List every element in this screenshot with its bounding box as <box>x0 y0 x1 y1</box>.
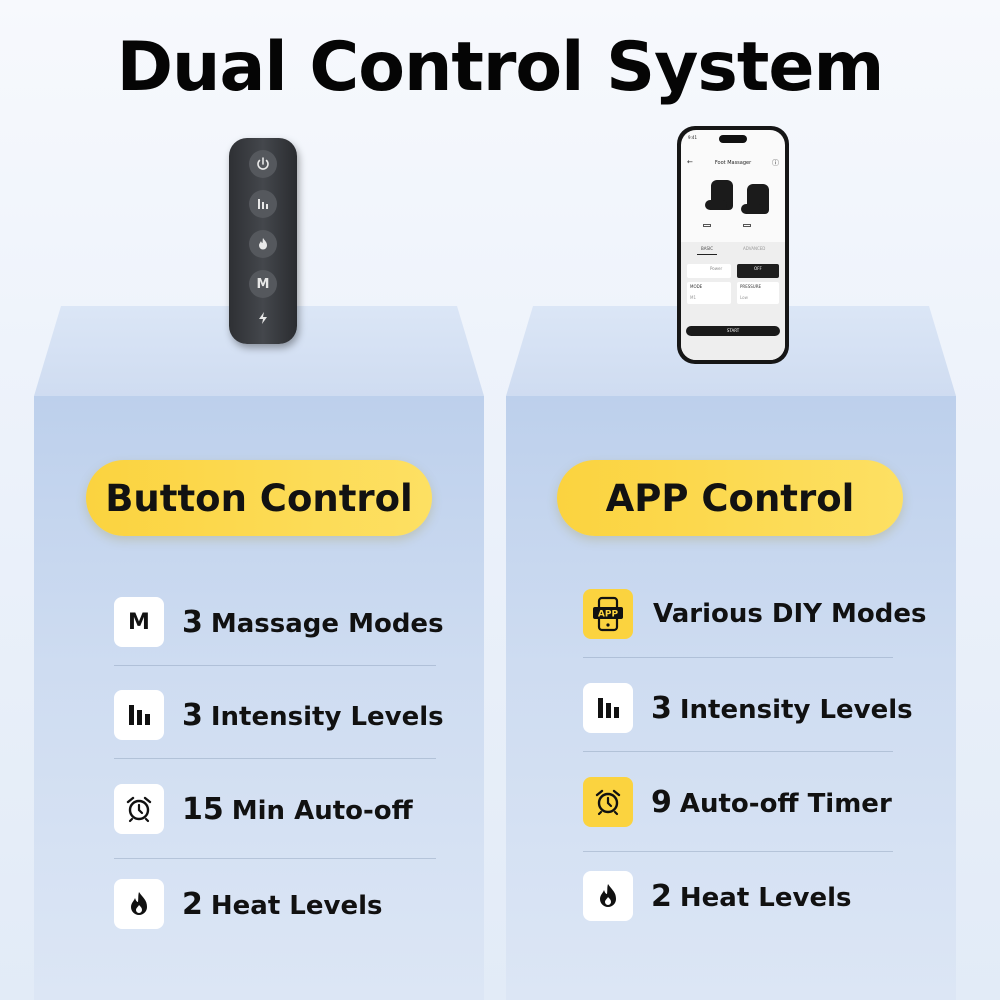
feature-number: 2 <box>182 886 203 922</box>
alarm-clock-icon <box>114 784 164 834</box>
pressure-card[interactable]: PRESSURE Low <box>737 282 779 304</box>
heat-card[interactable]: Power <box>687 264 731 278</box>
feature-label: Auto-off Timer <box>679 788 892 819</box>
mode-m-icon: M <box>114 597 164 647</box>
divider <box>114 758 436 759</box>
tab-underline <box>697 254 717 255</box>
flame-icon <box>259 238 267 250</box>
heat-value: Power <box>710 266 723 271</box>
pressure-label: PRESSURE <box>740 284 762 289</box>
phone-time: 9:41 <box>688 135 697 140</box>
feature-label: Intensity Levels <box>210 701 444 732</box>
pressure-value: Low <box>740 295 748 300</box>
feature-number: 2 <box>651 878 672 914</box>
divider <box>114 858 436 859</box>
intensity-bars-icon <box>583 683 633 733</box>
divider <box>114 665 436 666</box>
phone: 9:41 ← Foot Massager ⓘ BASIC ADVANCED Po… <box>677 126 789 364</box>
app-icon: APP <box>583 589 633 639</box>
button-control-label: Button Control <box>86 460 432 536</box>
divider <box>583 851 893 852</box>
power-switch-card[interactable]: OFF <box>737 264 779 278</box>
feature-text: Various DIY Modes <box>653 599 926 629</box>
phone-notch <box>719 135 747 143</box>
feature-label: Min Auto-off <box>231 795 413 826</box>
feature-number: 3 <box>182 604 203 640</box>
tab-advanced[interactable]: ADVANCED <box>743 246 766 251</box>
remote-control: M <box>229 138 297 344</box>
divider <box>583 657 893 658</box>
feature-number: 3 <box>651 690 672 726</box>
battery-icon <box>743 224 751 227</box>
back-arrow-icon[interactable]: ← <box>687 158 693 166</box>
app-screen-title: Foot Massager <box>714 160 752 166</box>
feature-label: Various DIY Modes <box>653 599 927 629</box>
mode-card[interactable]: MODE M1 <box>687 282 731 304</box>
remote-heat-button[interactable] <box>249 230 277 258</box>
tab-basic[interactable]: BASIC <box>701 246 713 251</box>
feature-number: 3 <box>182 697 203 733</box>
divider <box>583 751 893 752</box>
feature-label: Heat Levels <box>210 890 383 921</box>
intensity-bars-icon <box>114 690 164 740</box>
start-button[interactable]: START <box>686 326 780 336</box>
left-boot-image <box>705 180 733 210</box>
mode-label: MODE <box>690 284 703 289</box>
feature-diy-modes: APP Various DIY Modes <box>583 588 926 640</box>
feature-label: Massage Modes <box>210 608 444 639</box>
bolt-icon <box>259 312 267 324</box>
page-title: Dual Control System <box>116 28 885 107</box>
right-boot-image <box>741 184 769 214</box>
mode-value: M1 <box>690 295 696 300</box>
phone-screen: 9:41 ← Foot Massager ⓘ BASIC ADVANCED Po… <box>681 130 785 360</box>
app-tabs: BASIC ADVANCED <box>689 246 777 256</box>
remote-intensity-button[interactable] <box>249 190 277 218</box>
flame-icon <box>114 879 164 929</box>
app-control-label: APP Control <box>557 460 903 536</box>
feature-number: 9 <box>651 784 672 820</box>
feature-number: 15 <box>182 791 224 827</box>
feature-label: Intensity Levels <box>679 694 913 725</box>
remote-mode-button[interactable]: M <box>249 270 277 298</box>
switch-label: OFF <box>754 266 762 271</box>
alarm-clock-icon <box>583 777 633 827</box>
battery-icon <box>703 224 711 227</box>
remote-power-button[interactable] <box>249 150 277 178</box>
info-icon[interactable]: ⓘ <box>772 159 779 167</box>
feature-label: Heat Levels <box>679 882 852 913</box>
remote-charge-indicator <box>249 304 277 332</box>
flame-icon <box>583 871 633 921</box>
app-icon-text: APP <box>598 610 619 620</box>
power-icon <box>257 157 269 170</box>
intensity-icon <box>258 199 268 209</box>
